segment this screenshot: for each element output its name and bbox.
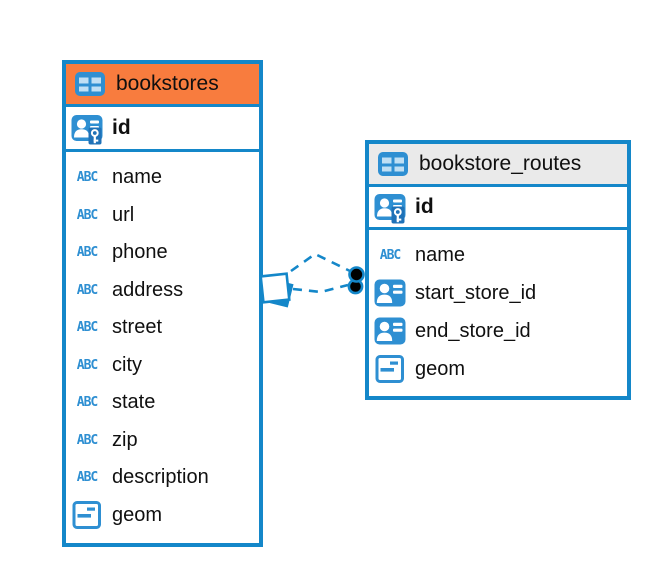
relationship-line-lower[interactable] bbox=[292, 283, 349, 294]
table-header-bookstore-routes[interactable]: bookstore_routes bbox=[369, 144, 627, 187]
column-name: state bbox=[112, 391, 156, 414]
text-type-icon: ABC bbox=[379, 247, 401, 263]
geometry-type-icon bbox=[70, 500, 104, 530]
column-name: url bbox=[112, 203, 135, 226]
relationship-line-upper[interactable] bbox=[290, 252, 351, 273]
column-row[interactable]: ABC description bbox=[66, 459, 259, 497]
column-name: zip bbox=[112, 428, 138, 451]
column-name: id bbox=[415, 195, 434, 218]
column-row[interactable]: ABC address bbox=[66, 272, 259, 310]
column-row[interactable]: geom bbox=[369, 350, 627, 388]
column-row[interactable]: ABC url bbox=[66, 197, 259, 235]
column-list: ABC name ABC url ABC phone ABC address A… bbox=[66, 152, 259, 534]
relationship-connector[interactable] bbox=[259, 252, 365, 308]
text-type-icon: ABC bbox=[76, 207, 98, 223]
column-row[interactable]: ABC name bbox=[66, 159, 259, 197]
table-node-bookstore-routes[interactable]: bookstore_routes id ABC bbox=[365, 140, 631, 400]
table-name: bookstores bbox=[116, 72, 219, 95]
column-list: ABC name start_store_id bbox=[369, 230, 627, 388]
diamond-endpoint-marker[interactable] bbox=[259, 272, 294, 308]
table-icon bbox=[73, 71, 107, 97]
table-header-bookstores[interactable]: bookstores bbox=[66, 64, 259, 107]
reference-type-icon bbox=[373, 316, 407, 346]
column-name: geom bbox=[415, 357, 466, 380]
dot-endpoint-marker[interactable] bbox=[347, 266, 365, 295]
text-type-icon: ABC bbox=[76, 170, 98, 186]
column-row[interactable]: ABC city bbox=[66, 347, 259, 385]
geometry-type-icon bbox=[373, 354, 407, 384]
column-name: start_store_id bbox=[415, 281, 537, 304]
column-row-pk[interactable]: id bbox=[369, 187, 627, 230]
column-name: name bbox=[415, 243, 466, 266]
column-row-pk[interactable]: id bbox=[66, 107, 259, 152]
table-node-bookstores[interactable]: bookstores id ABC na bbox=[62, 60, 263, 547]
text-type-icon: ABC bbox=[76, 245, 98, 261]
column-name: street bbox=[112, 316, 163, 339]
column-name: city bbox=[112, 353, 142, 376]
primary-key-icon bbox=[373, 190, 407, 224]
column-row[interactable]: ABC name bbox=[369, 236, 627, 274]
column-row[interactable]: ABC street bbox=[66, 309, 259, 347]
column-row[interactable]: ABC phone bbox=[66, 234, 259, 272]
text-type-icon: ABC bbox=[76, 320, 98, 336]
column-name: phone bbox=[112, 241, 168, 264]
text-type-icon: ABC bbox=[76, 357, 98, 373]
column-name: id bbox=[112, 116, 131, 139]
text-type-icon: ABC bbox=[76, 432, 98, 448]
column-name: end_store_id bbox=[415, 319, 531, 342]
column-row[interactable]: end_store_id bbox=[369, 312, 627, 350]
column-name: name bbox=[112, 166, 163, 189]
primary-key-icon bbox=[70, 111, 104, 145]
column-row[interactable]: start_store_id bbox=[369, 274, 627, 312]
text-type-icon: ABC bbox=[76, 470, 98, 486]
column-name: address bbox=[112, 278, 184, 301]
column-name: geom bbox=[112, 503, 163, 526]
column-name: description bbox=[112, 466, 209, 489]
column-row[interactable]: geom bbox=[66, 497, 259, 535]
reference-type-icon bbox=[373, 278, 407, 308]
text-type-icon: ABC bbox=[76, 282, 98, 298]
table-icon bbox=[376, 151, 410, 177]
column-row[interactable]: ABC zip bbox=[66, 422, 259, 460]
table-name: bookstore_routes bbox=[419, 152, 582, 175]
column-row[interactable]: ABC state bbox=[66, 384, 259, 422]
text-type-icon: ABC bbox=[76, 395, 98, 411]
